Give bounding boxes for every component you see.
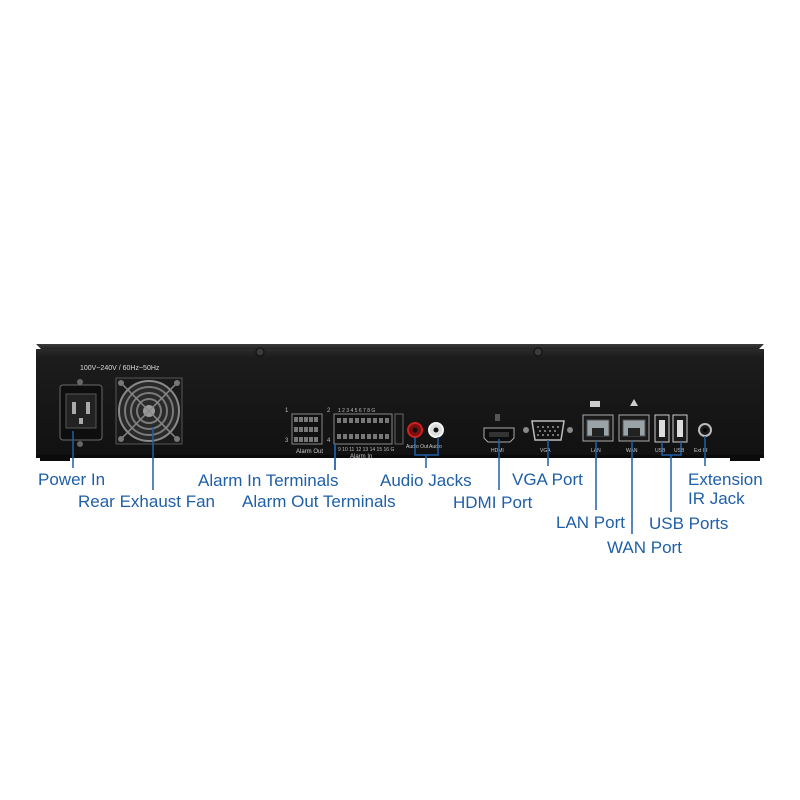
svg-text:9 10 11 12 13 14 15 16 G: 9 10 11 12 13 14 15 16 G	[338, 447, 394, 453]
callout-audio-jacks: Audio Jacks	[380, 471, 472, 490]
exhaust-fan	[115, 377, 183, 445]
callout-rear-exhaust-fan: Rear Exhaust Fan	[78, 492, 216, 511]
usb-ports: USB USB	[654, 414, 688, 454]
usb-port-label-1: USB	[655, 448, 666, 454]
usb-port-label-2: USB	[674, 448, 685, 454]
audio-in-port-label: Audio	[429, 444, 442, 450]
hdmi-port: HDMI	[483, 414, 515, 454]
callout-extension-ir-jack-line1: Extension	[688, 470, 763, 489]
alarm-out-port-label: Alarm Out	[296, 449, 323, 455]
audio-out-port-label: Audio Out	[406, 444, 429, 450]
power-inlet	[59, 379, 103, 447]
svg-text:4: 4	[327, 438, 331, 444]
alarm-in-port-label: Alarm In	[350, 454, 372, 460]
callout-leader-lines	[72, 427, 706, 534]
vga-port: VGA	[523, 420, 573, 454]
audio-jacks: Audio Out Audio	[406, 422, 444, 450]
ext-ir-port-label: Ext IR	[694, 448, 708, 454]
callout-alarm-out-terminals: Alarm Out Terminals	[242, 492, 396, 511]
alarm-out-terminal-block: 1 3 2 4 Alarm Out	[285, 408, 331, 455]
power-rating-text: 100V~240V / 60Hz~50Hz	[80, 365, 160, 372]
callout-extension-ir-jack-line2: IR Jack	[688, 489, 745, 508]
callout-wan-port: WAN Port	[607, 538, 682, 557]
svg-text:1: 1	[285, 408, 289, 414]
alarm-in-terminal-block: 1 2 3 4 5 6 7 8 G 9 10 11 12 13 14 15 16…	[333, 408, 404, 460]
callout-extension-ir-jack: Extension IR Jack	[688, 470, 763, 508]
vga-port-label: VGA	[540, 448, 551, 454]
svg-text:1 2 3 4 5 6 7 8 G: 1 2 3 4 5 6 7 8 G	[338, 408, 375, 414]
callout-usb-ports: USB Ports	[649, 514, 729, 533]
hdmi-port-label: HDMI	[491, 448, 504, 454]
callout-alarm-in-terminals: Alarm In Terminals	[198, 471, 339, 490]
svg-text:3: 3	[285, 438, 289, 444]
callout-hdmi-port: HDMI Port	[453, 493, 533, 512]
callout-vga-port: VGA Port	[512, 470, 583, 489]
callout-lan-port: LAN Port	[556, 513, 625, 532]
svg-text:2: 2	[327, 408, 331, 414]
callout-power-in: Power In	[38, 470, 106, 489]
